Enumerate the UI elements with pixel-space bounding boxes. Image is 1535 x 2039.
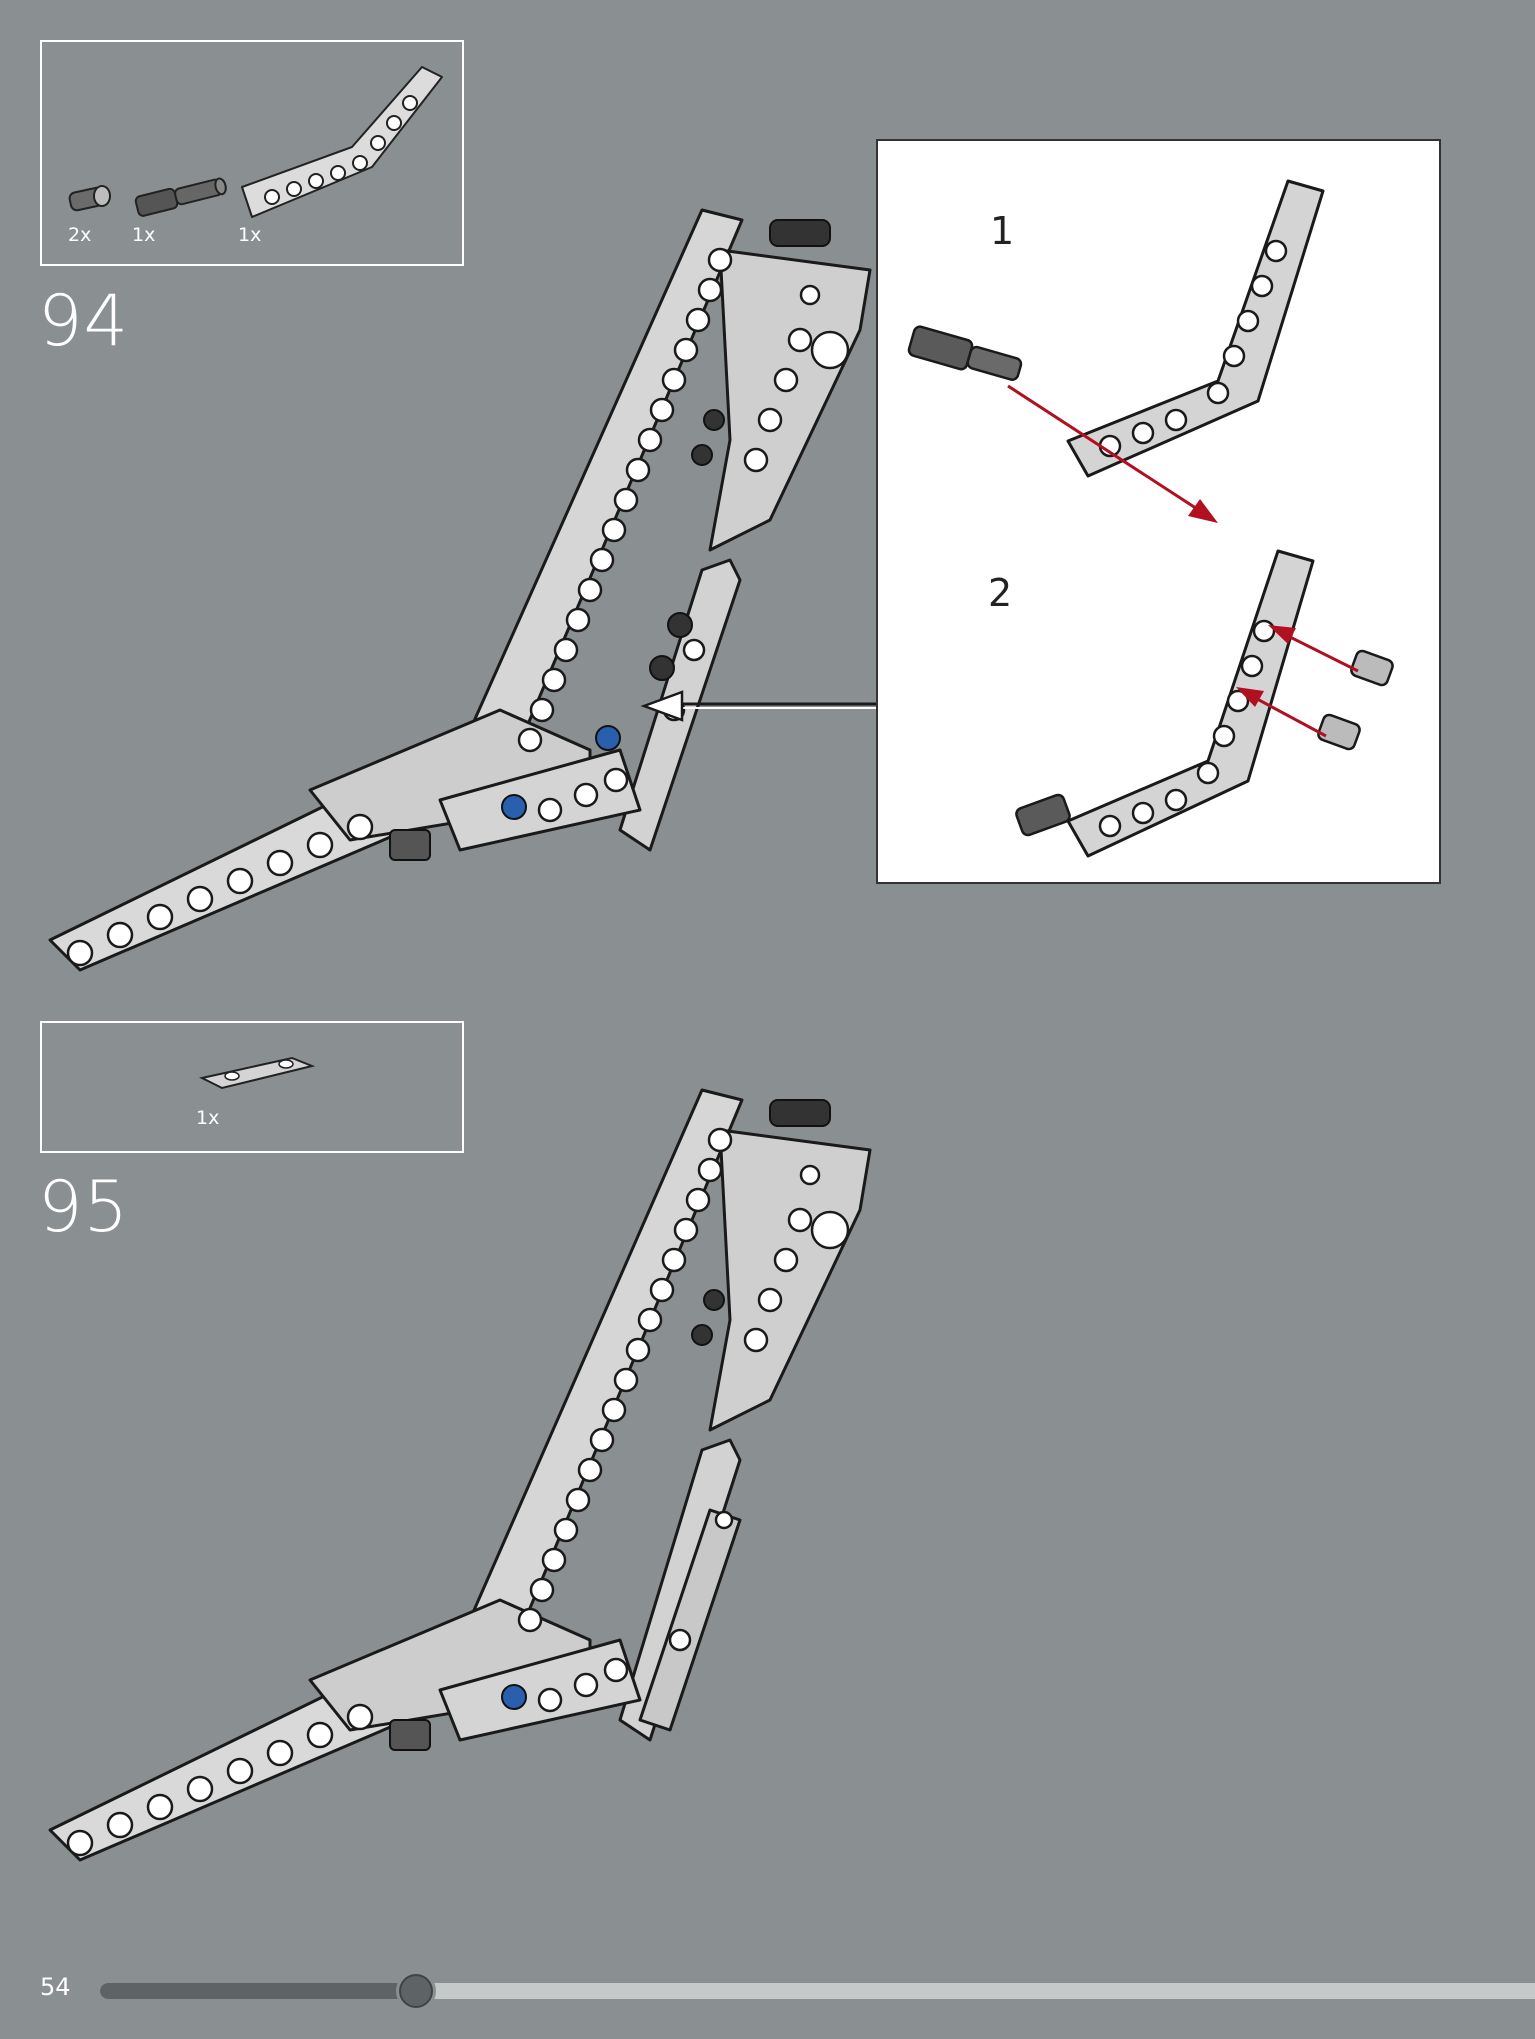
sub-step-1-diagram	[907, 179, 1325, 523]
connector-peg-icon	[68, 185, 111, 212]
assembly-model-step-94	[48, 208, 876, 972]
parts-list-step-95: 1x	[40, 1021, 464, 1153]
parts-list-step-94: 2x 1x 1x	[40, 40, 464, 266]
part-qty-bent-beam: 1x	[238, 224, 262, 246]
part-qty-connector-peg: 2x	[68, 224, 92, 246]
page-progress-fill	[100, 1983, 416, 1999]
step-number-95: 95	[38, 1166, 130, 1248]
part-qty-flat-plate: 1x	[196, 1107, 220, 1129]
progress-knob-handle[interactable]	[396, 1971, 436, 2011]
page-number: 54	[40, 1973, 71, 2001]
flat-plate-icon	[199, 1056, 316, 1090]
page-progress-slider[interactable]	[100, 1971, 1535, 2011]
sub-step-1-label: 1	[990, 209, 1015, 253]
axle-peg-icon	[134, 177, 227, 217]
bent-beam-icon	[241, 66, 443, 218]
sub-step-2-diagram	[1015, 549, 1394, 858]
step-number-94: 94	[38, 280, 130, 362]
sub-assembly-callout: 1 2	[876, 139, 1441, 884]
sub-step-2-label: 2	[988, 571, 1013, 615]
assembly-model-step-95	[48, 1088, 872, 1862]
part-qty-axle-peg: 1x	[132, 224, 156, 246]
